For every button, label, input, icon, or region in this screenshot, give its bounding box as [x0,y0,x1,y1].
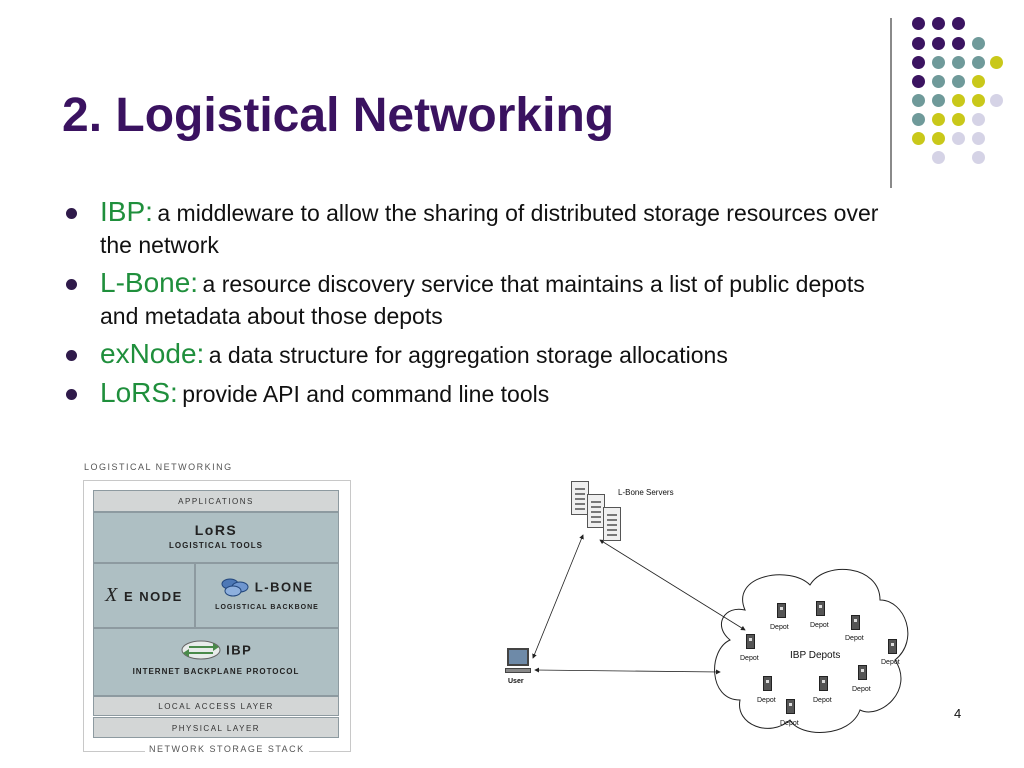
dot [952,37,965,50]
dot [932,94,945,107]
dot [932,37,945,50]
dot [912,56,925,69]
user-computer-icon [507,648,529,666]
bullet-description: a resource discovery service that mainta… [100,271,865,329]
bullet-dot-icon [66,208,77,219]
bullet-term: LoRS: [100,377,178,408]
bullet-item: LoRS: provide API and command line tools [62,377,892,410]
lbone-servers-label: L-Bone Servers [618,488,674,497]
local-access-layer: LOCAL ACCESS LAYER [93,696,339,716]
user-label: User [508,678,524,685]
bullet-item: IBP: a middleware to allow the sharing o… [62,196,892,261]
dot [972,56,985,69]
dot [952,132,965,145]
dot [912,132,925,145]
dot [912,113,925,126]
exnode-name: X E NODE [94,584,194,607]
dot [972,37,985,50]
depot-icon [746,634,755,649]
exnode-label: E NODE [124,589,183,604]
lors-layer: LoRS LOGISTICAL TOOLS [93,512,339,563]
dot [972,75,985,88]
user-keyboard-icon [505,668,531,673]
page-number: 4 [954,706,962,721]
lbone-title-row: L-BONE [196,576,338,598]
divider-line [890,18,892,188]
depot-label: Depot [881,659,900,666]
dot [990,56,1003,69]
dot [952,17,965,30]
bullet-description: a middleware to allow the sharing of dis… [100,200,879,258]
exnode-layer: X E NODE [93,563,195,628]
depot-icon [819,676,828,691]
depot-label: Depot [852,686,871,693]
lbone-disks-icon [221,578,249,597]
dot [932,151,945,164]
ibp-arrows-icon [181,640,221,660]
ibp-layer: IBP INTERNET BACKPLANE PROTOCOL [93,628,339,696]
dot [912,94,925,107]
depot-icon [851,615,860,630]
lbone-subtitle: LOGISTICAL BACKBONE [215,604,319,611]
lbone-server-icon [603,507,621,541]
bullet-dot-icon [66,350,77,361]
depot-label: Depot [740,655,759,662]
depot-icon [786,699,795,714]
bullet-term: IBP: [100,196,153,227]
dot [912,75,925,88]
ibp-name: IBP [226,642,253,658]
lors-subtitle: LOGISTICAL TOOLS [169,541,263,550]
dot [932,75,945,88]
depot-icon [888,639,897,654]
bullet-item: L-Bone: a resource discovery service tha… [62,267,892,332]
bullet-list: IBP: a middleware to allow the sharing o… [62,196,892,416]
depot-label: Depot [810,622,829,629]
dot [912,17,925,30]
physical-layer: PHYSICAL LAYER [93,717,339,738]
dot [952,56,965,69]
bullet-term: L-Bone: [100,267,199,298]
depot-icon [858,665,867,680]
lors-name: LoRS [194,522,238,538]
depot-label: Depot [770,624,789,631]
bullet-dot-icon [66,389,77,400]
stack-caption-bottom: NETWORK STORAGE STACK [145,744,309,754]
exnode-x-glyph: X [105,584,119,606]
bullet-dot-icon [66,279,77,290]
depot-icon [816,601,825,616]
stack-caption-top: LOGISTICAL NETWORKING [84,462,233,472]
dot [972,113,985,126]
dot [952,94,965,107]
bullet-description: a data structure for aggregation storage… [208,342,728,368]
dot [972,151,985,164]
bullet-description: provide API and command line tools [182,381,550,407]
dot [932,132,945,145]
lbone-layer: L-BONE LOGISTICAL BACKBONE [195,563,339,628]
dot [972,94,985,107]
slide-title: 2. Logistical Networking [62,89,615,142]
dot [952,113,965,126]
dot [932,113,945,126]
applications-layer: APPLICATIONS [93,490,339,512]
dot [972,132,985,145]
ibp-title-row: IBP [94,639,338,661]
dot [912,37,925,50]
depot-label: Depot [813,697,832,704]
ibp-depots-label: IBP Depots [790,650,841,661]
bullet-term: exNode: [100,338,205,369]
dot [932,56,945,69]
dot [990,94,1003,107]
bullet-item: exNode: a data structure for aggregation… [62,338,892,371]
depot-label: Depot [845,635,864,642]
ibp-subtitle: INTERNET BACKPLANE PROTOCOL [132,667,300,676]
depot-icon [763,676,772,691]
lbone-name: L-BONE [254,579,314,595]
dot [932,17,945,30]
depot-label: Depot [780,720,799,727]
depot-icon [777,603,786,618]
depot-label: Depot [757,697,776,704]
dot [952,75,965,88]
